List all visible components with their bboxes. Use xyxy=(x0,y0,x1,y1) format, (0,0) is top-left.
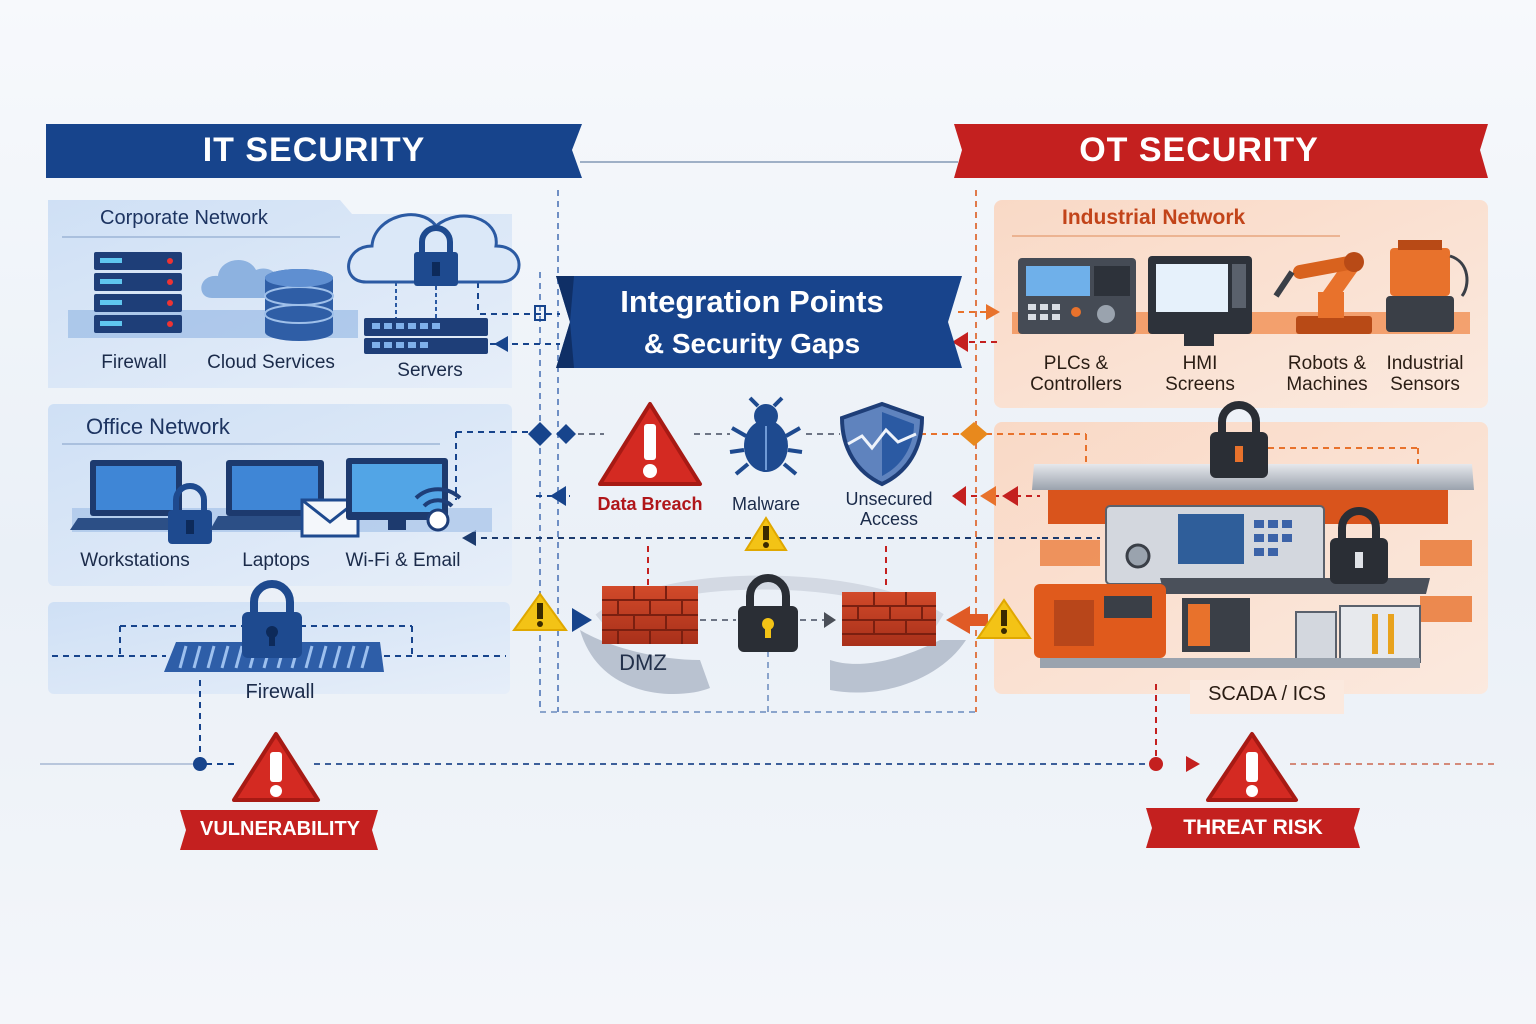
unsecured-label-line2: Access xyxy=(859,509,919,529)
servers-icon xyxy=(347,213,521,354)
scada-station-icon xyxy=(1032,464,1474,668)
it-security-banner xyxy=(46,124,582,178)
wifi-icon xyxy=(414,487,462,532)
industrial-network-title: Industrial Network xyxy=(1062,206,1246,229)
plc-label-line2: Controllers xyxy=(1030,374,1122,395)
firewall-label: Firewall xyxy=(101,352,167,373)
scada-padlock-icon xyxy=(1210,401,1268,478)
servers-label: Servers xyxy=(397,360,463,381)
malware-bug-icon xyxy=(729,396,803,476)
hmi-screen-icon xyxy=(1148,256,1252,346)
robots-label-line1: Robots & xyxy=(1287,353,1367,374)
padlock-icon xyxy=(168,483,212,544)
monitor-icon xyxy=(346,458,448,530)
robots-label-line2: Machines xyxy=(1286,374,1368,395)
integration-title-line2: & Security Gaps xyxy=(643,328,861,359)
ot-security-banner xyxy=(954,124,1488,178)
corporate-network-title: Corporate Network xyxy=(100,207,268,229)
hmi-label-line2: Screens xyxy=(1165,374,1235,395)
dmz-padlock-icon xyxy=(738,574,798,652)
brick-firewall-icon xyxy=(602,586,698,644)
hmi-label-line1: HMI xyxy=(1182,353,1218,374)
threat-risk-label: THREAT RISK xyxy=(1183,816,1323,839)
firewall-padlock-icon xyxy=(242,580,302,658)
unsecured-shield-icon xyxy=(839,401,925,487)
data-breach-warning-icon xyxy=(598,402,702,486)
integration-ribbon xyxy=(556,276,962,368)
dmz-label: DMZ xyxy=(619,650,667,675)
it-security-title: IT SECURITY xyxy=(202,131,426,169)
wifi-email-label: Wi-Fi & Email xyxy=(345,550,461,571)
integration-title-line1: Integration Points xyxy=(620,284,884,319)
unsecured-label-line1: Unsecured xyxy=(845,489,933,509)
vulnerability-tag xyxy=(180,810,378,850)
ot-security-title: OT SECURITY xyxy=(1079,131,1319,169)
vulnerability-label: VULNERABILITY xyxy=(200,818,360,840)
industrial-sensor-icon xyxy=(1386,240,1469,332)
malware-label: Malware xyxy=(731,494,801,514)
threat-risk-tag xyxy=(1146,808,1360,848)
threat-warning-icon xyxy=(1206,732,1298,802)
robot-arm-icon xyxy=(1273,252,1372,334)
data-breach-label: Data Breach xyxy=(597,494,703,514)
workstations-label: Workstations xyxy=(80,550,190,571)
warning-icon xyxy=(976,598,1032,639)
sensors-label-line1: Industrial xyxy=(1386,353,1464,374)
warning-icon xyxy=(744,516,788,551)
warning-icon xyxy=(512,592,568,631)
brick-firewall-icon xyxy=(842,592,936,646)
sensors-label-line2: Sensors xyxy=(1390,374,1460,395)
cloud-services-icon xyxy=(201,259,334,341)
it-firewall-label: Firewall xyxy=(245,681,315,703)
cloud-services-label: Cloud Services xyxy=(207,352,335,373)
laptops-label: Laptops xyxy=(242,550,310,571)
office-network-title: Office Network xyxy=(86,414,230,439)
vulnerability-warning-icon xyxy=(232,732,320,802)
scada-padlock-icon xyxy=(1330,507,1388,584)
plc-controller-icon xyxy=(1018,258,1136,334)
flow-arrows xyxy=(462,304,1018,634)
scada-label: SCADA / ICS xyxy=(1208,683,1326,705)
plc-label-line1: PLCs & xyxy=(1043,353,1109,374)
